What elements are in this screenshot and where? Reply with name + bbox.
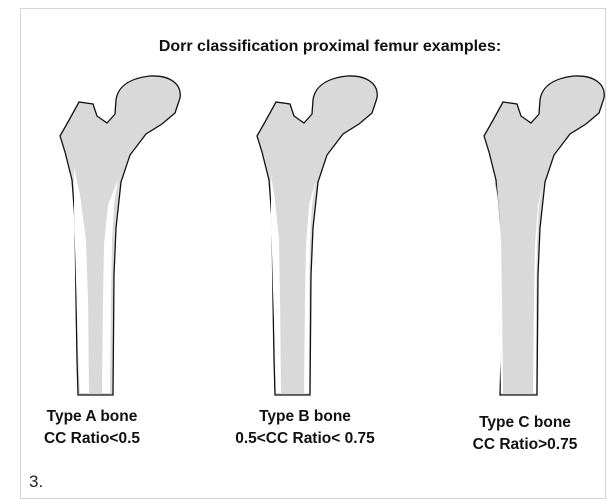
- bone-label-type-a: Type A bone CC Ratio<0.5: [22, 406, 162, 450]
- footnote-number: 3.: [29, 472, 43, 492]
- bone-type-label: Type A bone: [22, 406, 162, 428]
- femur-type-c: [484, 76, 604, 395]
- bone-label-type-b: Type B bone 0.5<CC Ratio< 0.75: [215, 406, 395, 450]
- bone-label-type-c: Type C bone CC Ratio>0.75: [452, 412, 598, 456]
- femur-type-b: [257, 76, 377, 395]
- cc-ratio-label: CC Ratio<0.5: [22, 428, 162, 450]
- femur-type-a: [60, 76, 180, 395]
- bone-type-label: Type C bone: [452, 412, 598, 434]
- bone-type-label: Type B bone: [215, 406, 395, 428]
- cc-ratio-label: CC Ratio>0.75: [452, 434, 598, 456]
- cc-ratio-label: 0.5<CC Ratio< 0.75: [215, 428, 395, 450]
